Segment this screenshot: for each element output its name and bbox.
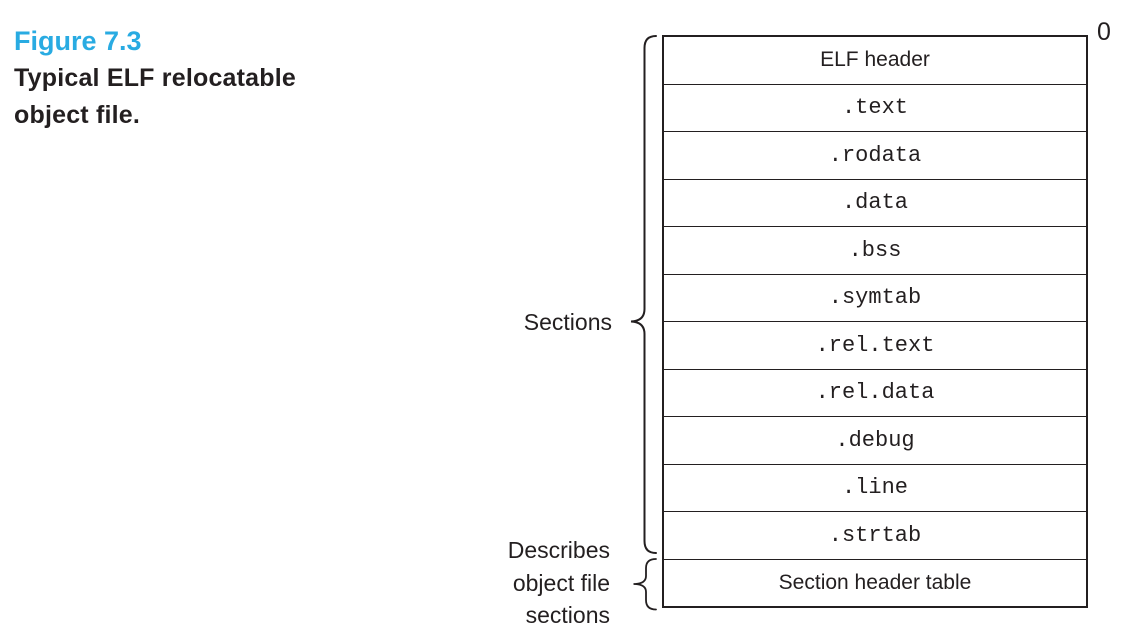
row-label: .debug (835, 427, 915, 453)
elf-object-file-diagram: ELF header .text .rodata .data .bss .symtab .r… (662, 35, 1088, 608)
row-label: ELF header (820, 48, 930, 72)
figure-label: Figure 7.3 (14, 26, 142, 56)
table-row: .data (664, 178, 1086, 227)
describes-label-line1: Describes (507, 537, 610, 563)
describes-label-line2: object file (512, 569, 610, 596)
describes-label: Describes object file sections (420, 534, 610, 632)
table-row: .strtab (664, 511, 1086, 559)
sections-brace (630, 35, 657, 554)
table-row: .text (664, 83, 1086, 132)
row-label: .rodata (828, 142, 922, 168)
row-label: .rel.data (815, 380, 935, 406)
row-label: .data (841, 190, 908, 216)
row-label: .strtab (828, 522, 922, 548)
table-row: .rodata (664, 131, 1086, 179)
describes-brace (633, 558, 657, 611)
row-label: .bss (848, 237, 902, 263)
row-label: .text (841, 95, 908, 121)
offset-zero-label: 0 (1097, 18, 1111, 46)
table-row: .symtab (664, 273, 1086, 322)
table-row: ELF header (664, 37, 1086, 84)
sections-label: Sections (523, 309, 612, 335)
table-row: .line (664, 463, 1086, 512)
table-row: .rel.data (664, 368, 1086, 417)
row-label: Section header table (778, 570, 972, 594)
table-row: .bss (664, 226, 1086, 274)
row-label: .symtab (828, 285, 922, 311)
figure-caption: Figure 7.3 Typical ELF relocatable objec… (14, 22, 296, 134)
table-row: .debug (664, 416, 1086, 464)
row-label: .rel.text (815, 332, 935, 358)
table-row: .rel.text (664, 321, 1086, 369)
table-row: Section header table (664, 558, 1086, 607)
describes-label-line3: sections (525, 602, 610, 628)
row-label: .line (841, 475, 908, 501)
figure-title-line2: object file. (14, 101, 141, 129)
figure-title-line1: Typical ELF relocatable (14, 64, 297, 92)
